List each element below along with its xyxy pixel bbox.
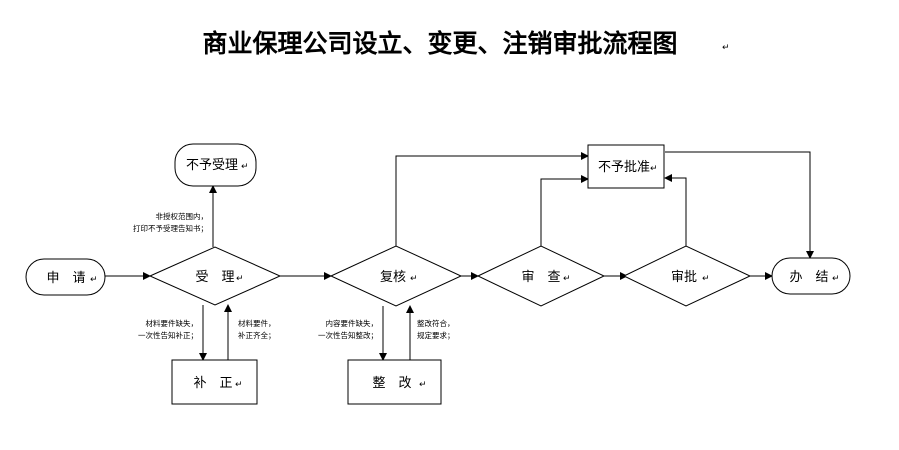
apply-mark: ↵ xyxy=(90,275,98,285)
apply-label: 申 请 xyxy=(46,271,85,286)
reject-mark: ↵ xyxy=(241,162,249,172)
accept-label: 受 理 xyxy=(195,270,234,285)
examine-label: 审 查 xyxy=(521,270,560,285)
accept-diamond xyxy=(148,246,282,306)
reject-label: 不予受理 xyxy=(186,158,238,173)
note-rectify-ok-1: 整改符合， xyxy=(417,318,455,328)
review-mark: ↵ xyxy=(410,274,418,284)
review-label: 复核 xyxy=(380,270,406,285)
review-diamond xyxy=(329,245,463,307)
deny-label: 不予批准 xyxy=(598,160,650,175)
arrow-approve-to-deny xyxy=(664,174,687,246)
deny-node xyxy=(587,144,665,189)
note-material-complete-1: 材料要件， xyxy=(238,318,276,328)
rectify-label: 整 改 xyxy=(372,376,411,391)
note-material-complete-2: 补正齐全； xyxy=(238,330,276,340)
apply-node xyxy=(25,258,106,296)
note-content-missing-2: 一次性告知整改； xyxy=(318,330,378,340)
connectors xyxy=(105,151,814,361)
examine-mark: ↵ xyxy=(563,274,571,284)
deny-mark: ↵ xyxy=(650,164,658,174)
approve-diamond xyxy=(622,245,752,307)
supplement-mark: ↵ xyxy=(235,380,243,390)
supplement-label: 补 正 xyxy=(193,376,232,391)
title-paragraph-mark: ↵ xyxy=(722,43,730,53)
note-out-of-scope-2: 打印不予受理告知书； xyxy=(133,223,208,233)
arrow-review-to-deny xyxy=(395,152,589,246)
accept-mark: ↵ xyxy=(236,274,244,284)
complete-mark: ↵ xyxy=(832,274,840,284)
complete-node xyxy=(771,257,851,295)
note-out-of-scope-1: 非授权范围内， xyxy=(156,211,209,221)
approve-label: 审批 xyxy=(671,270,697,285)
rectify-node xyxy=(347,359,442,405)
rectify-mark: ↵ xyxy=(419,380,427,390)
examine-diamond xyxy=(476,245,606,307)
note-material-missing-2: 一次性告知补正； xyxy=(138,330,198,340)
arrow-examine-to-deny xyxy=(540,175,589,246)
complete-label: 办 结 xyxy=(789,270,828,285)
approve-mark: ↵ xyxy=(702,274,710,284)
supplement-node xyxy=(171,359,258,405)
arrow-deny-to-complete xyxy=(665,151,814,259)
note-rectify-ok-2: 规定要求； xyxy=(417,330,455,340)
page-title: 商业保理公司设立、变更、注销审批流程图 xyxy=(202,29,677,58)
reject-node xyxy=(174,143,257,187)
note-material-missing-1: 材料要件缺失， xyxy=(146,318,199,328)
note-content-missing-1: 内容要件缺失， xyxy=(326,318,379,328)
